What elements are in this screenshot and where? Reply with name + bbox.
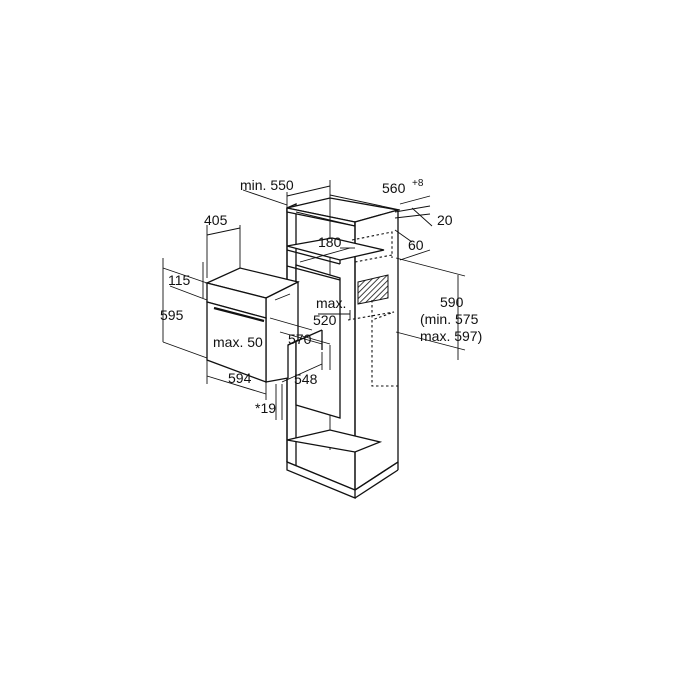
label-60: 60 — [408, 237, 424, 253]
label-max-50: max. 50 — [213, 334, 263, 350]
dimension-labels: min. 550 560 +8 20 180 60 max. 520 590 (… — [160, 177, 482, 416]
label-590: 590 — [440, 294, 464, 310]
label-560-tolerance: +8 — [412, 178, 424, 189]
label-520: 520 — [313, 312, 337, 328]
label-548: 548 — [294, 371, 318, 387]
label-max: max. — [316, 295, 346, 311]
label-560: 560 — [382, 180, 406, 196]
label-405: 405 — [204, 212, 228, 228]
label-20: 20 — [437, 212, 453, 228]
label-min-575: (min. 575 — [420, 311, 479, 327]
label-19-footnote: *19 — [255, 400, 276, 416]
dimension-lines — [162, 180, 466, 420]
label-595: 595 — [160, 307, 184, 323]
label-570: 570 — [288, 331, 312, 347]
label-min-550: min. 550 — [240, 177, 294, 193]
label-115: 115 — [168, 272, 191, 288]
cabinet — [286, 197, 400, 499]
label-max-597: max. 597) — [420, 328, 482, 344]
label-180: 180 — [318, 234, 342, 250]
label-594: 594 — [228, 370, 252, 386]
